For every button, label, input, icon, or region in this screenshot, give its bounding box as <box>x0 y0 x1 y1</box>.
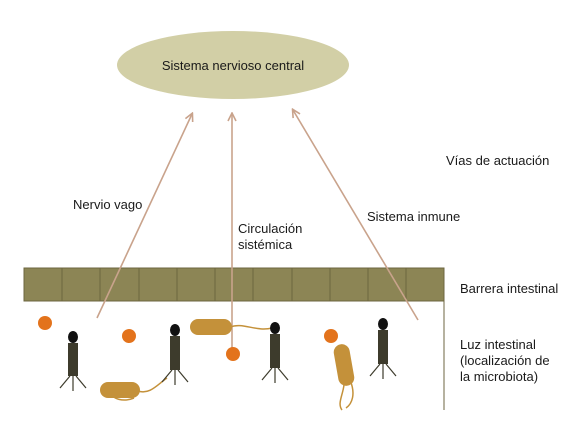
bacteriophage <box>261 322 289 383</box>
circulation-label-line2: sistémica <box>238 237 293 252</box>
rod-bacterium <box>190 319 273 335</box>
cns-ellipse <box>117 31 349 99</box>
bacteriophage <box>161 324 189 385</box>
intestinal-barrier <box>23 267 445 302</box>
coccus <box>226 347 240 361</box>
coccus <box>122 329 136 343</box>
rod-bacterium <box>333 344 355 411</box>
lumen-label-line2: (localización de <box>460 353 550 368</box>
immune-arrow <box>293 110 419 321</box>
vagus-label: Nervio vago <box>73 197 143 212</box>
bacteriophage <box>59 331 87 391</box>
pathways-heading: Vías de actuación <box>446 153 550 168</box>
coccus <box>38 316 52 330</box>
barrier-label: Barrera intestinal <box>460 281 559 296</box>
vagus-arrow <box>96 114 192 319</box>
cns-label: Sistema nervioso central <box>161 58 305 73</box>
lumen-label-line3: la microbiota) <box>460 369 539 384</box>
circulation-label-line1: Circulación <box>238 221 303 236</box>
immune-label: Sistema inmune <box>367 209 461 224</box>
lumen-label-line1: Luz intestinal <box>460 337 536 352</box>
bacteriophage <box>369 318 397 379</box>
rod-bacterium <box>100 377 168 401</box>
coccus <box>324 329 338 343</box>
